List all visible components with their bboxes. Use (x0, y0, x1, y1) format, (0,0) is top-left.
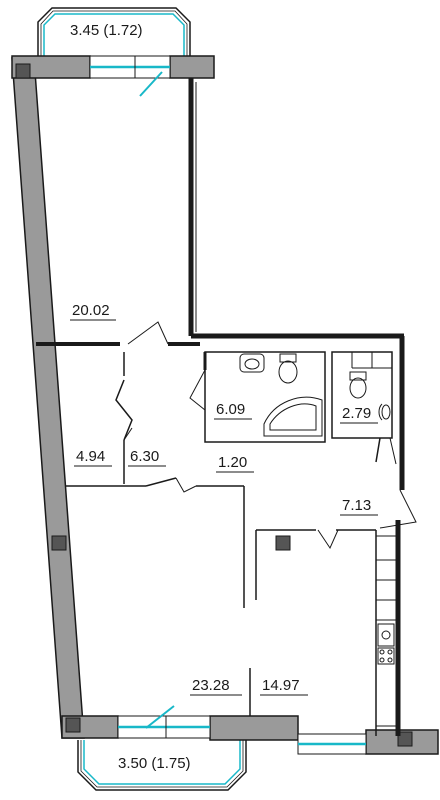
bedroom-area: 20.02 (72, 302, 110, 319)
windows (89, 55, 367, 755)
wc-area: 2.79 (342, 405, 371, 422)
bathroom-area: 6.09 (216, 401, 245, 418)
balcony-top-area: 3.45 (1.72) (70, 22, 143, 39)
kitchen-area: 14.97 (262, 677, 300, 694)
balcony-bottom (77, 740, 247, 791)
bathtub-icon (263, 396, 323, 437)
toilet-icon (278, 353, 367, 399)
wc-sink-icon (378, 403, 391, 421)
sink-icon (239, 353, 265, 373)
doors (123, 321, 417, 550)
wardrobe-area: 4.94 (76, 448, 105, 465)
hall-small-area: 6.30 (130, 448, 159, 465)
interior-walls (36, 78, 405, 736)
living-area: 23.28 (192, 677, 230, 694)
hall-area: 7.13 (342, 497, 371, 514)
kitchen-counter (375, 535, 397, 727)
labels: 3.45 (1.72) 3.50 (1.75) 20.02 6.09 2.79 … (70, 22, 378, 772)
corridor-area: 1.20 (218, 454, 247, 471)
columns (15, 63, 413, 747)
balcony-bottom-area: 3.50 (1.75) (118, 755, 191, 772)
balcony-top (37, 7, 191, 56)
